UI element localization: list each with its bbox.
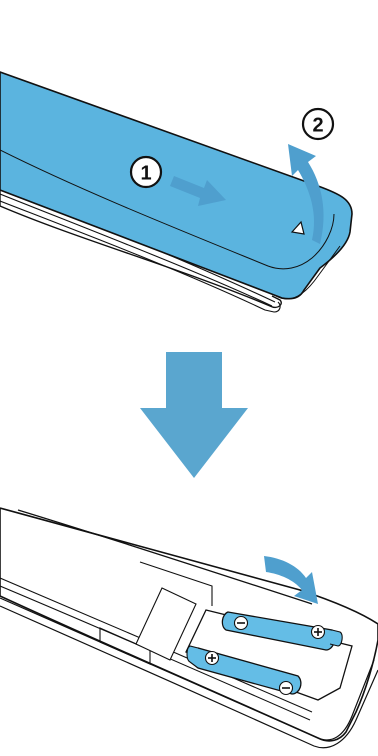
triangle-icon [290, 220, 305, 235]
remote-body-layer [0, 193, 273, 307]
arrow-down-icon [140, 352, 248, 478]
battery-upper [221, 611, 343, 651]
step-2-circle [301, 107, 335, 141]
battery-cover-lip [275, 245, 341, 300]
step-2-number: 2 [312, 115, 323, 137]
curved-arrow-up-icon [288, 144, 324, 244]
remote-bottom-edge [0, 597, 375, 741]
remote-open-view [0, 507, 378, 749]
battery-terminal [329, 629, 343, 647]
step-2-label: 2 [301, 107, 335, 141]
battery-compartment-divider [135, 587, 197, 661]
remote-body-layer [0, 200, 281, 313]
remote-bottom-edge [0, 605, 378, 749]
step-1-circle [129, 155, 163, 189]
arrow-right-icon [170, 176, 226, 206]
remote-body [0, 507, 378, 742]
step-1-number: 1 [140, 163, 151, 185]
remote-top-edge [17, 509, 313, 605]
battery-cover-edge [0, 149, 335, 270]
battery-terminal [186, 645, 199, 669]
remote-recess [99, 627, 151, 665]
remote-recess [139, 561, 213, 606]
remote-top-view: 1 2 [0, 71, 353, 313]
curved-arrow-down-icon [264, 556, 318, 604]
step-1-label: 1 [129, 155, 163, 189]
battery-lower [186, 645, 302, 696]
